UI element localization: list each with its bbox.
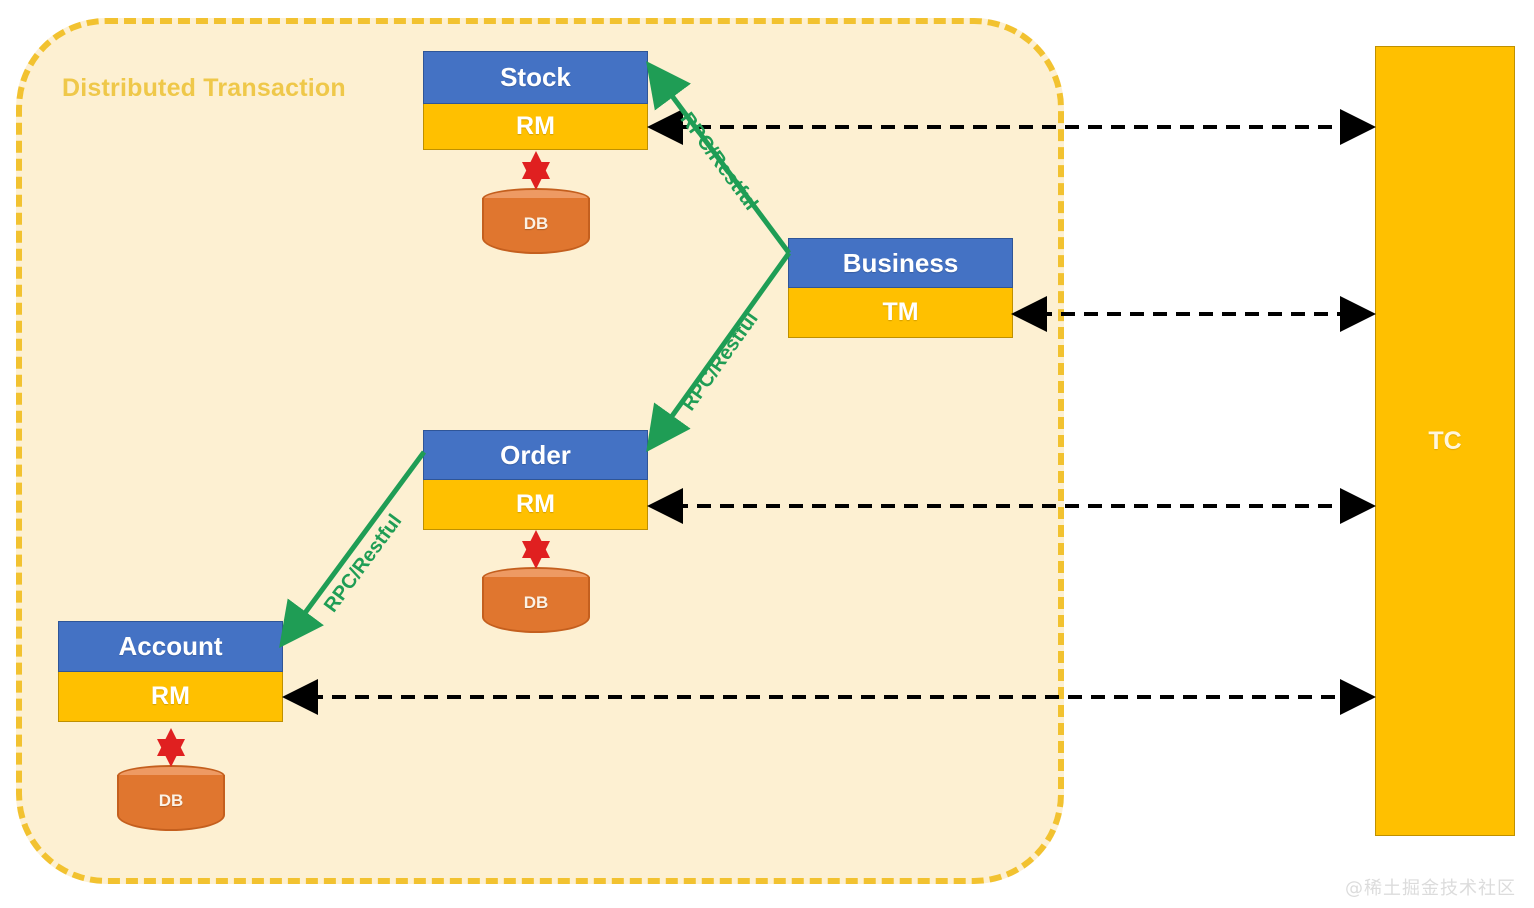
db-label-account: DB [158,791,184,810]
db-label-order: DB [523,593,549,612]
service-role-stock: RM [423,104,648,150]
watermark-text: @稀土掘金技术社区 [1345,878,1516,899]
service-box-order[interactable]: Order RM [423,430,648,530]
transaction-coordinator-box[interactable]: TC [1375,46,1515,836]
distributed-transaction-title: Distributed Transaction [62,74,346,102]
service-role-order: RM [423,480,648,530]
service-box-account[interactable]: Account RM [58,621,283,722]
service-name-business: Business [788,238,1013,288]
service-box-stock[interactable]: Stock RM [423,51,648,150]
service-role-account: RM [58,672,283,722]
db-cylinder-body-order [482,577,590,633]
service-name-order: Order [423,430,648,480]
service-name-stock: Stock [423,51,648,104]
service-name-account: Account [58,621,283,672]
database-stock: DB [482,188,590,260]
database-account: DB [117,765,225,837]
db-cylinder-body-account [117,775,225,831]
service-role-business: TM [788,288,1013,338]
database-order: DB [482,567,590,639]
db-cylinder-body-stock [482,198,590,254]
db-label-stock: DB [523,214,549,233]
service-box-business[interactable]: Business TM [788,238,1013,338]
